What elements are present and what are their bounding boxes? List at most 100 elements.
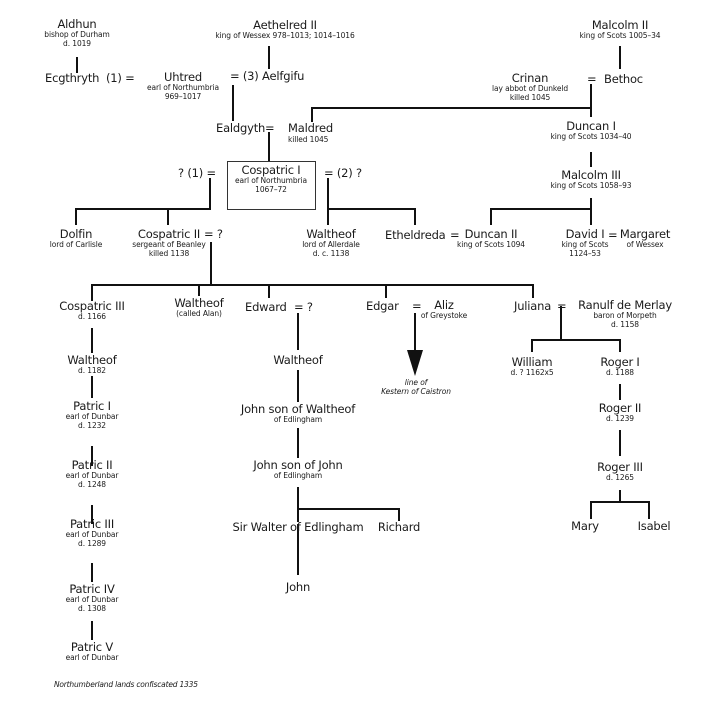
marriage-mark-edward: = ?	[294, 300, 313, 314]
person-title: of Wessex	[626, 240, 664, 250]
person-name: Cospatric I	[241, 163, 301, 177]
person-isabel: Isabel	[638, 520, 671, 532]
person-title: earl of Dunbar	[65, 653, 119, 663]
person-aethelred-ii: Aethelred II king of Wessex 978–1013; 10…	[215, 19, 354, 40]
person-name: Cospatric III	[59, 299, 125, 313]
person-dates: d. 1019	[63, 39, 91, 49]
person-duncan-ii: Duncan II king of Scots 1094	[457, 228, 525, 249]
person-name: Patric IV	[69, 582, 115, 596]
person-name: Ranulf de Merlay	[578, 298, 672, 312]
person-dates: d. 1158	[611, 320, 639, 330]
person-name: Waltheof	[273, 353, 323, 367]
person-dates: 1124–53	[569, 249, 601, 259]
person-name: Patric I	[73, 399, 111, 413]
person-name: Sir Walter of Edlingham	[232, 520, 364, 534]
person-name: John	[285, 580, 311, 594]
person-name: Aldhun	[57, 17, 97, 31]
person-dates: d. 1182	[78, 366, 106, 376]
person-name: Duncan I	[566, 119, 616, 133]
marriage-mark-david: =	[608, 228, 618, 242]
person-name: Uhtred	[164, 70, 202, 84]
person-aliz: Aliz of Greystoke	[421, 299, 467, 320]
person-dates: killed 1045	[288, 135, 329, 144]
person-title: earl of Northumbria	[146, 83, 220, 93]
person-malcolm-iii: Malcolm III king of Scots 1058–93	[551, 169, 632, 190]
person-bethoc: Bethoc	[604, 72, 643, 86]
person-title: king of Scots 1058–93	[550, 181, 632, 191]
person-name: Mary	[571, 519, 599, 533]
person-edward: Edward	[245, 300, 287, 314]
line-crinan-maldred	[311, 107, 591, 122]
marriage-mark-juliana: =	[557, 299, 567, 313]
person-patric-iii: Patric III earl of Dunbar d. 1289	[66, 518, 119, 549]
line-to-richard	[298, 508, 400, 521]
person-cospatric-i: Cospatric I earl of Northumbria 1067–72	[235, 164, 307, 195]
person-cospatric-ii: Cospatric II sergeant of Beanley killed …	[132, 228, 206, 259]
person-title: earl of Dunbar	[65, 595, 119, 605]
person-dates: d. ? 1162x5	[510, 368, 554, 378]
person-title: of Edlingham	[273, 471, 323, 481]
person-patric-i: Patric I earl of Dunbar d. 1232	[66, 400, 119, 431]
person-name: John son of Waltheof	[240, 402, 356, 416]
person-patric-ii: Patric II earl of Dunbar d. 1248	[66, 459, 119, 490]
person-uhtred: Uhtred earl of Northumbria 969–1017	[147, 71, 219, 102]
person-mary: Mary	[571, 520, 599, 532]
person-name: David I	[565, 227, 605, 241]
line-to-etheldreda	[328, 208, 416, 225]
person-john-son-of-john: John son of John of Edlingham	[253, 459, 342, 480]
footnote: Northumberland lands confiscated 1335	[54, 680, 198, 689]
person-title: sergeant of Beanley	[132, 240, 206, 250]
person-name: Richard	[377, 520, 421, 534]
line-juliana-sibling-bar	[531, 339, 621, 352]
person-margaret: Margaret of Wessex	[620, 228, 671, 250]
person-waltheof-d1182: Waltheof d. 1182	[67, 354, 116, 375]
person-roger-ii: Roger II d. 1239	[599, 402, 642, 423]
person-william: William d. ? 1162x5	[510, 356, 553, 377]
person-roger-i: Roger I d. 1188	[600, 356, 639, 377]
person-dates: d. 1188	[606, 368, 634, 378]
person-duncan-i: Duncan I king of Scots 1034–40	[551, 120, 632, 141]
person-title: (called Alan)	[176, 309, 222, 319]
person-ranulf-de-merlay: Ranulf de Merlay baron of Morpeth d. 115…	[578, 299, 672, 330]
note-line: line of	[404, 378, 428, 387]
person-title: of Edlingham	[273, 415, 323, 425]
person-waltheof-son-of-edward: Waltheof	[273, 354, 322, 366]
person-title: king of Wessex 978–1013; 1014–1016	[215, 31, 355, 41]
marriage-mark-first: ? (1) =	[178, 166, 216, 180]
person-name: Malcolm III	[561, 168, 621, 182]
person-name: Roger III	[597, 460, 643, 474]
person-richard: Richard	[378, 521, 420, 533]
person-title: earl of Dunbar	[65, 412, 119, 422]
person-dates: killed 1138	[148, 249, 190, 259]
person-name: Patric III	[69, 517, 115, 531]
person-dates: d. c. 1138	[312, 249, 350, 259]
person-waltheof-called-alan: Waltheof (called Alan)	[174, 297, 223, 318]
person-dates: d. 1248	[78, 480, 106, 490]
person-dates: d. 1265	[606, 473, 634, 483]
person-title: earl of Dunbar	[65, 530, 119, 540]
person-ealdgyth: Ealdgyth	[216, 121, 266, 135]
person-dates: d. 1289	[78, 539, 106, 549]
person-dates: d. 1308	[78, 604, 106, 614]
person-maldred: Maldred killed 1045	[288, 121, 333, 144]
person-david-i: David I king of Scots 1124–53	[562, 228, 609, 259]
person-title: king of Scots 1094	[457, 240, 525, 250]
person-john: John	[286, 581, 310, 593]
person-dates: 969–1017	[164, 92, 202, 102]
person-title: lay abbot of Dunkeld	[492, 84, 568, 94]
line-of-kestern-note: line of Kestern of Caistron	[381, 378, 451, 397]
person-title: lord of Allerdale	[302, 240, 360, 250]
person-title: baron of Morpeth	[593, 311, 657, 321]
marriage-mark-edgar: =	[412, 299, 422, 313]
person-title: king of Scots 1005–34	[579, 31, 661, 41]
person-name: Patric V	[70, 640, 114, 654]
person-name: William	[511, 355, 553, 369]
highlight-box-cospatric-i	[227, 161, 316, 210]
person-etheldreda: Etheldreda	[385, 228, 446, 242]
person-name: Aliz	[434, 298, 454, 312]
person-sir-walter-of-edlingham: Sir Walter of Edlingham	[233, 521, 364, 533]
person-title: bishop of Durham	[44, 30, 110, 40]
marriage-mark-ealdgyth: =	[265, 121, 275, 135]
person-title: king of Scots 1034–40	[550, 132, 632, 142]
person-dates: killed 1045	[509, 93, 551, 103]
